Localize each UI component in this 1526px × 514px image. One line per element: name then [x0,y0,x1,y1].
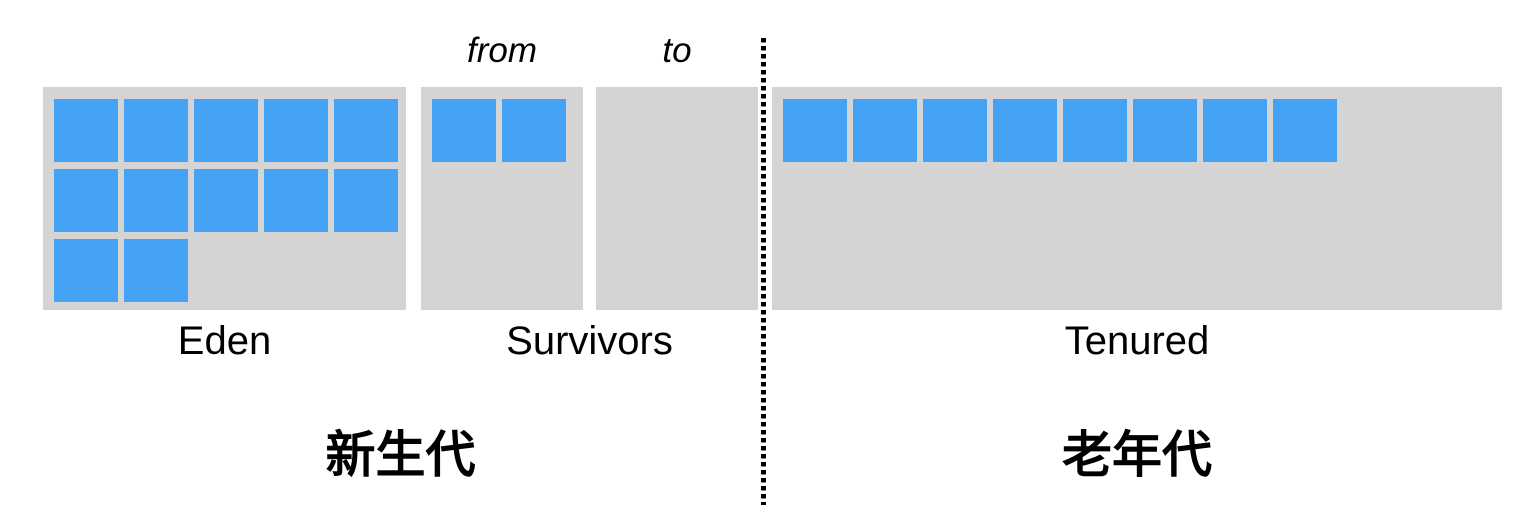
object-block [194,169,258,232]
young-generation-label: 新生代 [325,427,476,483]
object-block [334,99,398,162]
tenured-region [772,87,1502,310]
object-block [1273,99,1337,162]
object-block [54,169,118,232]
survivors-label: Survivors [506,319,673,363]
object-block [334,169,398,232]
object-block [993,99,1057,162]
object-block [923,99,987,162]
object-block [1203,99,1267,162]
object-block [124,169,188,232]
object-block [853,99,917,162]
object-block [194,99,258,162]
survivor-from-label: from [467,31,537,70]
object-block [1063,99,1127,162]
object-block [264,169,328,232]
object-block [124,239,188,302]
object-block [1133,99,1197,162]
generation-divider-dotted-line [761,38,766,505]
survivor-to-label: to [662,31,692,70]
old-generation-label: 老年代 [1062,427,1212,483]
object-block [54,99,118,162]
survivor-to-region [596,87,758,310]
object-block [264,99,328,162]
object-block [432,99,496,162]
object-block [783,99,847,162]
object-block [124,99,188,162]
tenured-label: Tenured [1064,319,1210,363]
eden-label: Eden [177,319,272,363]
eden-region [43,87,406,310]
survivor-from-region [421,87,583,310]
object-block [502,99,566,162]
object-block [54,239,118,302]
